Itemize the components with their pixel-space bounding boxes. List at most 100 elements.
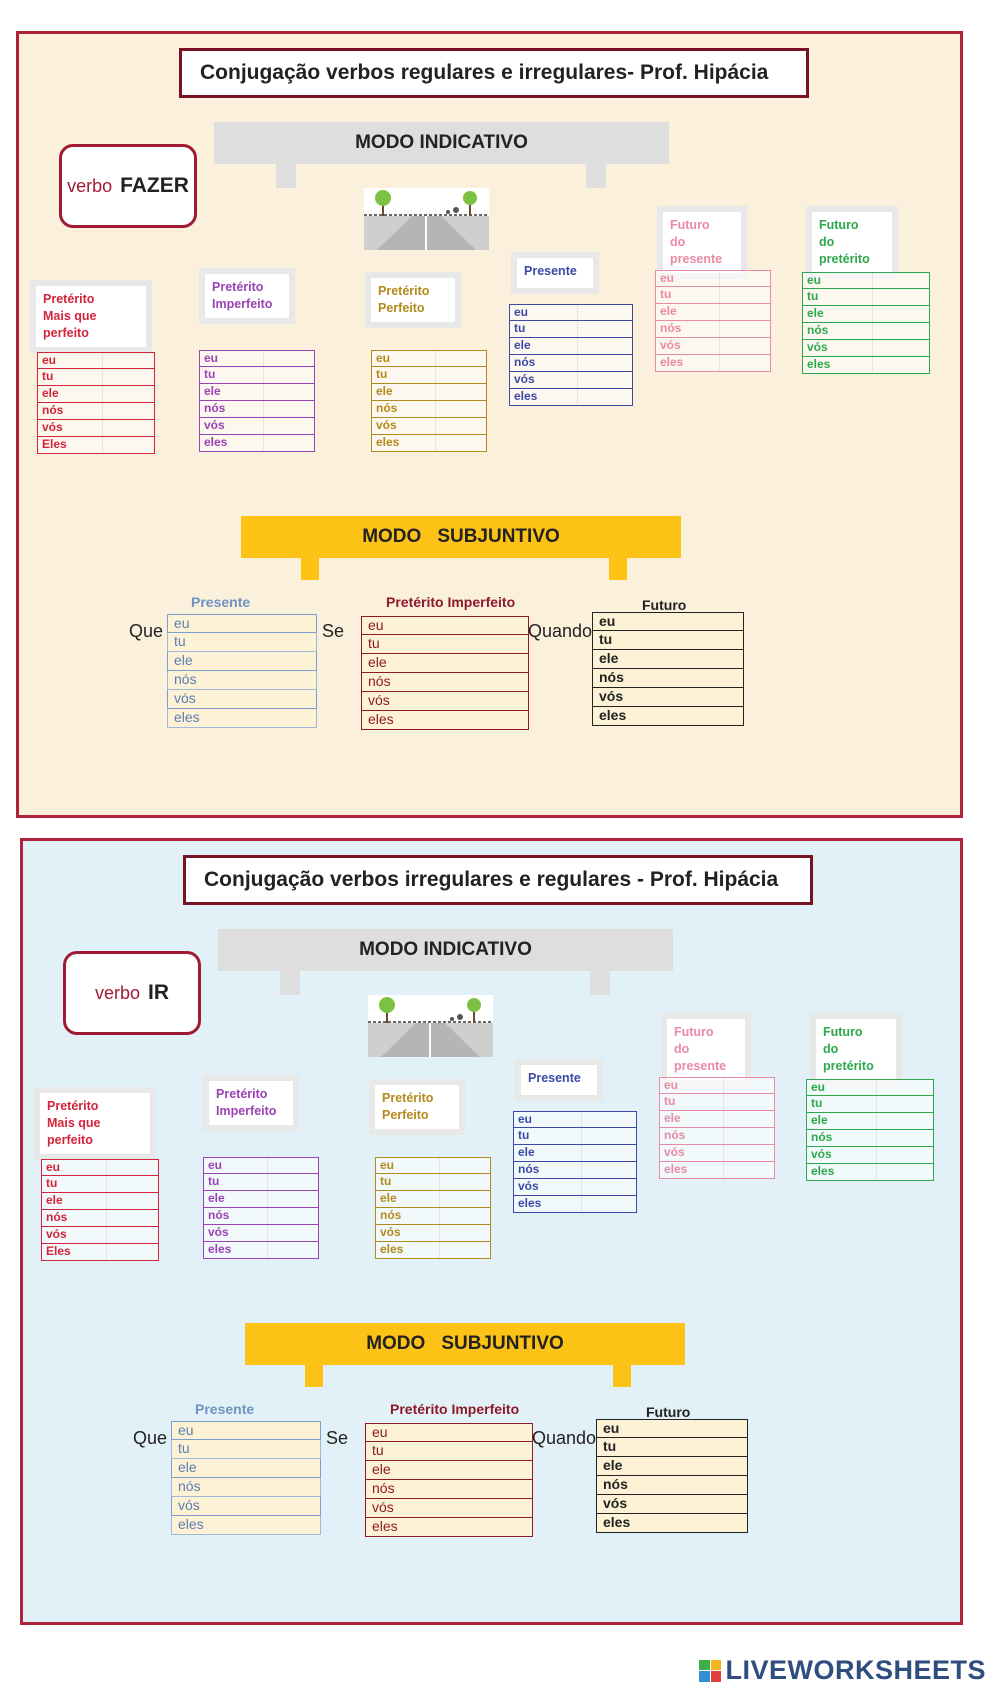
conjugation-row-input[interactable]: nós [371, 401, 487, 418]
conjugation-row-input[interactable]: ele [375, 1191, 491, 1208]
conjugation-row-input[interactable]: ele [37, 386, 155, 403]
conjugation-row-input[interactable]: eu [513, 1111, 637, 1128]
subjuntivo-row-input[interactable]: vós [171, 1497, 321, 1516]
subjuntivo-row-input[interactable]: eles [167, 709, 317, 728]
subjuntivo-row-input[interactable]: vós [361, 692, 529, 711]
conjugation-row-input[interactable]: tu [41, 1176, 159, 1193]
subjuntivo-row-input[interactable]: tu [365, 1442, 533, 1461]
subjuntivo-row-input[interactable]: nós [167, 671, 317, 690]
conjugation-row-input[interactable]: Eles [37, 437, 155, 454]
subjuntivo-row-input[interactable]: nós [361, 673, 529, 692]
subjuntivo-row-input[interactable]: eu [592, 612, 744, 631]
conjugation-row-input[interactable]: ele [371, 384, 487, 401]
conjugation-row-input[interactable]: eles [199, 435, 315, 452]
conjugation-row-input[interactable]: eu [659, 1077, 775, 1094]
conjugation-row-input[interactable]: tu [37, 369, 155, 386]
conjugation-row-input[interactable]: vós [37, 420, 155, 437]
conjugation-row-input[interactable]: eu [806, 1079, 934, 1096]
conjugation-row-input[interactable]: tu [655, 287, 771, 304]
subjuntivo-row-input[interactable]: vós [596, 1495, 748, 1514]
subjuntivo-row-input[interactable]: eles [171, 1516, 321, 1535]
conjugation-row-input[interactable]: eles [659, 1162, 775, 1179]
conjugation-row-input[interactable]: tu [659, 1094, 775, 1111]
conjugation-row-input[interactable]: eles [655, 355, 771, 372]
subjuntivo-row-input[interactable]: vós [592, 688, 744, 707]
subjuntivo-row-input[interactable]: tu [167, 633, 317, 652]
conjugation-row-input[interactable]: eu [199, 350, 315, 367]
conjugation-row-input[interactable]: eles [513, 1196, 637, 1213]
conjugation-row-input[interactable]: tu [802, 289, 930, 306]
subjuntivo-row-input[interactable]: ele [592, 650, 744, 669]
conjugation-row-input[interactable]: vós [509, 372, 633, 389]
subjuntivo-row-input[interactable]: eu [361, 616, 529, 635]
conjugation-row-input[interactable]: ele [802, 306, 930, 323]
conjugation-row-input[interactable]: ele [513, 1145, 637, 1162]
conjugation-row-input[interactable]: eu [509, 304, 633, 321]
conjugation-row-input[interactable]: nós [806, 1130, 934, 1147]
conjugation-row-input[interactable]: ele [655, 304, 771, 321]
conjugation-row-input[interactable]: ele [199, 384, 315, 401]
conjugation-row-input[interactable]: nós [509, 355, 633, 372]
subjuntivo-row-input[interactable]: eu [167, 614, 317, 633]
subjuntivo-row-input[interactable]: eu [596, 1419, 748, 1438]
subjuntivo-row-input[interactable]: eles [596, 1514, 748, 1533]
conjugation-row-input[interactable]: ele [41, 1193, 159, 1210]
conjugation-row-input[interactable]: tu [199, 367, 315, 384]
conjugation-row-input[interactable]: eles [371, 435, 487, 452]
subjuntivo-row-input[interactable]: tu [592, 631, 744, 650]
conjugation-row-input[interactable]: nós [375, 1208, 491, 1225]
conjugation-row-input[interactable]: vós [199, 418, 315, 435]
conjugation-row-input[interactable]: tu [371, 367, 487, 384]
conjugation-row-input[interactable]: ele [203, 1191, 319, 1208]
subjuntivo-row-input[interactable]: eu [365, 1423, 533, 1442]
conjugation-row-input[interactable]: nós [513, 1162, 637, 1179]
conjugation-row-input[interactable]: ele [659, 1111, 775, 1128]
conjugation-row-input[interactable]: vós [41, 1227, 159, 1244]
subjuntivo-row-input[interactable]: ele [167, 652, 317, 671]
conjugation-row-input[interactable]: nós [655, 321, 771, 338]
conjugation-row-input[interactable]: eles [203, 1242, 319, 1259]
conjugation-row-input[interactable]: nós [802, 323, 930, 340]
conjugation-row-input[interactable]: nós [659, 1128, 775, 1145]
conjugation-row-input[interactable]: eles [375, 1242, 491, 1259]
conjugation-row-input[interactable]: vós [203, 1225, 319, 1242]
conjugation-row-input[interactable]: ele [509, 338, 633, 355]
conjugation-row-input[interactable]: ele [806, 1113, 934, 1130]
conjugation-row-input[interactable]: vós [375, 1225, 491, 1242]
conjugation-row-input[interactable]: eles [802, 357, 930, 374]
conjugation-row-input[interactable]: eu [375, 1157, 491, 1174]
conjugation-row-input[interactable]: vós [513, 1179, 637, 1196]
conjugation-row-input[interactable]: tu [203, 1174, 319, 1191]
subjuntivo-row-input[interactable]: tu [596, 1438, 748, 1457]
conjugation-row-input[interactable]: vós [802, 340, 930, 357]
conjugation-row-input[interactable]: eu [802, 272, 930, 289]
conjugation-row-input[interactable]: eu [41, 1159, 159, 1176]
subjuntivo-row-input[interactable]: nós [365, 1480, 533, 1499]
subjuntivo-row-input[interactable]: ele [365, 1461, 533, 1480]
conjugation-row-input[interactable]: eles [509, 389, 633, 406]
conjugation-row-input[interactable]: nós [199, 401, 315, 418]
conjugation-row-input[interactable]: nós [203, 1208, 319, 1225]
conjugation-row-input[interactable]: vós [371, 418, 487, 435]
conjugation-row-input[interactable]: tu [806, 1096, 934, 1113]
conjugation-row-input[interactable]: eu [655, 270, 771, 287]
conjugation-row-input[interactable]: tu [509, 321, 633, 338]
conjugation-row-input[interactable]: vós [659, 1145, 775, 1162]
subjuntivo-row-input[interactable]: eles [365, 1518, 533, 1537]
subjuntivo-row-input[interactable]: eu [171, 1421, 321, 1440]
conjugation-row-input[interactable]: nós [41, 1210, 159, 1227]
conjugation-row-input[interactable]: eu [203, 1157, 319, 1174]
subjuntivo-row-input[interactable]: vós [365, 1499, 533, 1518]
subjuntivo-row-input[interactable]: eles [361, 711, 529, 730]
subjuntivo-row-input[interactable]: eles [592, 707, 744, 726]
subjuntivo-row-input[interactable]: ele [596, 1457, 748, 1476]
subjuntivo-row-input[interactable]: ele [361, 654, 529, 673]
subjuntivo-row-input[interactable]: ele [171, 1459, 321, 1478]
conjugation-row-input[interactable]: nós [37, 403, 155, 420]
conjugation-row-input[interactable]: eu [37, 352, 155, 369]
conjugation-row-input[interactable]: tu [513, 1128, 637, 1145]
conjugation-row-input[interactable]: tu [375, 1174, 491, 1191]
subjuntivo-row-input[interactable]: nós [592, 669, 744, 688]
conjugation-row-input[interactable]: vós [806, 1147, 934, 1164]
subjuntivo-row-input[interactable]: tu [361, 635, 529, 654]
